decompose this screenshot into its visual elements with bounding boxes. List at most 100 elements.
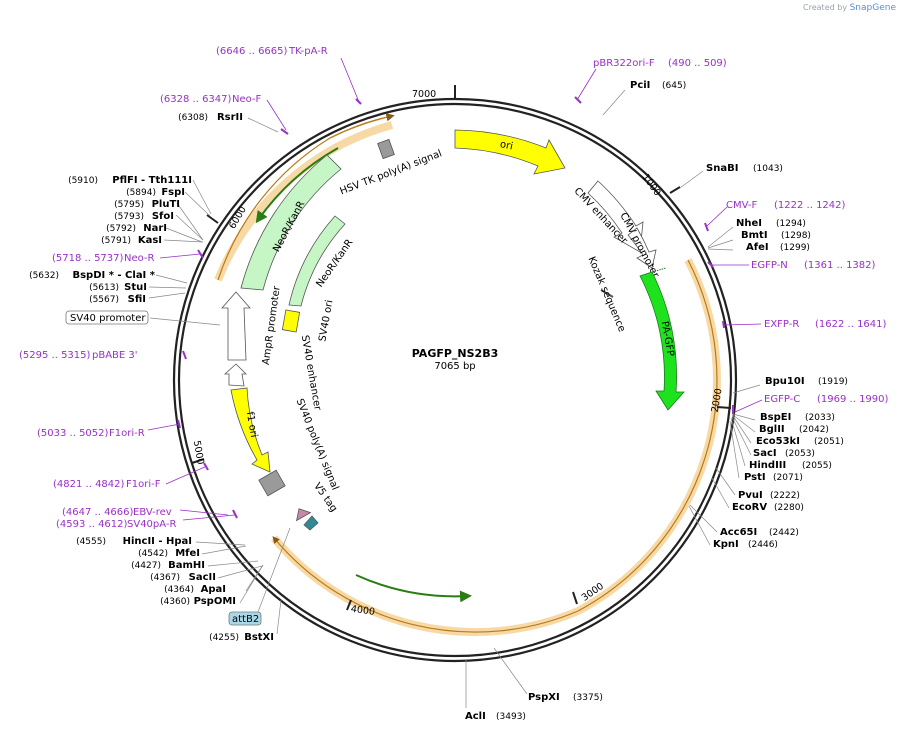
svg-text:(2053): (2053): [785, 449, 815, 459]
v5-tag-feature: [296, 508, 312, 522]
ampr-promoter-feature: [221, 291, 251, 361]
enzyme-acli: AclI: [465, 711, 486, 722]
f1-ori-label: f1 ori: [244, 411, 259, 439]
features: ori CMV enhancer CMV promoter Kozak sequ…: [221, 129, 685, 531]
sv40-polya-feature: [258, 469, 286, 497]
enzyme-afei: AfeI: [746, 242, 769, 253]
sv40-promoter-label: SV40 promoter: [70, 313, 146, 324]
tick-4000: 4000: [350, 604, 375, 618]
svg-text:(5791): (5791): [101, 236, 131, 246]
svg-text:(2280): (2280): [774, 503, 804, 513]
svg-text:(5567): (5567): [89, 295, 119, 305]
primer-cmv-f: CMV-F: [726, 200, 757, 211]
enzyme-stui: StuI: [124, 282, 147, 293]
svg-text:(4367): (4367): [150, 573, 180, 583]
svg-text:(4555): (4555): [76, 537, 106, 547]
enzyme-bamhi: BamHI: [168, 560, 205, 571]
primer-ebv-rev: EBV-rev: [133, 507, 172, 518]
cmv-promoter-label: CMV promoter: [617, 211, 661, 281]
svg-text:(1298): (1298): [781, 231, 811, 241]
svg-text:(1294): (1294): [776, 219, 806, 229]
sv40-promoter-feature: [223, 363, 247, 387]
attb2-label: attB2: [232, 614, 259, 625]
svg-text:(1361 .. 1382): (1361 .. 1382): [804, 260, 876, 271]
svg-text:(5613): (5613): [89, 283, 119, 293]
enzyme-pvui: PvuI: [738, 490, 763, 501]
svg-text:(1222 .. 1242): (1222 .. 1242): [774, 200, 846, 211]
svg-text:(5795): (5795): [114, 200, 144, 210]
enzyme-bpu10i: Bpu10I: [765, 376, 805, 387]
plasmid-size: 7065 bp: [434, 361, 475, 372]
svg-text:(490 .. 509): (490 .. 509): [668, 58, 727, 69]
f1-ori-feature: [230, 387, 271, 473]
svg-text:(2071): (2071): [773, 473, 803, 483]
tick-7000: 7000: [412, 89, 436, 100]
plasmid-name: PAGFP_NS2B3: [412, 347, 499, 360]
svg-text:(1043): (1043): [753, 164, 783, 174]
enzyme-kpni: KpnI: [713, 539, 739, 550]
enzyme-ecorv: EcoRV: [732, 502, 767, 513]
ori-feature: [454, 129, 566, 175]
svg-text:(5295 .. 5315): (5295 .. 5315): [19, 350, 91, 361]
enzyme-pspomi: PspOMI: [194, 596, 236, 607]
primer-lines: [147, 57, 763, 521]
svg-text:(4255): (4255): [209, 633, 239, 643]
primer-pbabe3: pBABE 3': [92, 350, 138, 361]
primer-f1ori-f: F1ori-F: [126, 479, 161, 490]
enzyme-pcii: PciI: [630, 80, 650, 91]
snapgene-credit: Created by SnapGene: [803, 3, 896, 13]
svg-text:(5033 .. 5052): (5033 .. 5052): [37, 428, 109, 439]
svg-text:(5718 .. 5737): (5718 .. 5737): [52, 253, 124, 264]
svg-text:(4364): (4364): [164, 585, 194, 595]
svg-text:(5792): (5792): [106, 224, 136, 234]
svg-text:(4542): (4542): [138, 549, 168, 559]
leader-lines: [148, 89, 761, 708]
enzyme-sacii: SacII: [189, 572, 216, 583]
primer-pbr322ori-f: pBR322ori-F: [593, 58, 655, 69]
enzyme-fspi: FspI: [161, 187, 185, 198]
svg-text:(2055): (2055): [802, 461, 832, 471]
primer-neo-f: Neo-F: [232, 94, 262, 105]
ampr-promoter-label: AmpR promoter: [261, 285, 283, 366]
sv40-ori-label: SV40 ori: [317, 299, 335, 342]
svg-text:(5910): (5910): [68, 176, 98, 186]
enzyme-sfii: SfiI: [128, 294, 146, 305]
enzyme-pluti: PluTI: [152, 199, 180, 210]
svg-text:(3375): (3375): [573, 693, 603, 703]
svg-text:(2033): (2033): [805, 413, 835, 423]
primer-labels: pBR322ori-F (490 .. 509) CMV-F (1222 .. …: [19, 46, 889, 530]
enzyme-bspei: BspEI: [760, 412, 791, 423]
enzyme-sfoi: SfoI: [152, 211, 174, 222]
enzyme-bspdi-clai: BspDI * - ClaI *: [72, 270, 155, 281]
primer-egfp-n: EGFP-N: [751, 260, 788, 271]
svg-text:(5894): (5894): [126, 188, 156, 198]
enzyme-hindiii: HindIII: [749, 460, 786, 471]
attb2-callout: attB2: [228, 527, 291, 626]
sv40-polya-label: SV40 poly(A) signal: [294, 397, 341, 492]
enzyme-bglii: BglII: [759, 424, 785, 435]
primer-egfp-c: EGFP-C: [764, 394, 800, 405]
tick-5000: 5000: [191, 440, 206, 466]
tick-2000: 2000: [710, 388, 725, 414]
primer-exfp-r: EXFP-R: [764, 319, 799, 330]
svg-text:(1919): (1919): [818, 377, 848, 387]
tick-marks: [191, 85, 732, 611]
enzyme-nari: NarI: [143, 223, 167, 234]
ori-label: ori: [499, 139, 514, 152]
svg-text:(1969 .. 1990): (1969 .. 1990): [817, 394, 889, 405]
svg-text:(5632): (5632): [29, 271, 59, 281]
primer-sv40pa-r: SV40pA-R: [127, 519, 176, 530]
enzyme-mfei: MfeI: [175, 548, 200, 559]
sv40-promoter-callout: SV40 promoter: [65, 310, 221, 326]
enzyme-bmti: BmtI: [741, 230, 768, 241]
kozak-label: Kozak sequence: [585, 255, 627, 334]
svg-text:(1622 .. 1641): (1622 .. 1641): [815, 319, 887, 330]
enzyme-pspxi: PspXI: [528, 692, 560, 703]
enzyme-nhei: NheI: [736, 218, 762, 229]
svg-text:(1299): (1299): [780, 243, 810, 253]
svg-text:(3493): (3493): [496, 712, 526, 722]
neor-kanr-outer-feature: [240, 154, 342, 291]
svg-text:(4360): (4360): [160, 597, 190, 607]
svg-text:(6646 .. 6665): (6646 .. 6665): [216, 46, 288, 57]
